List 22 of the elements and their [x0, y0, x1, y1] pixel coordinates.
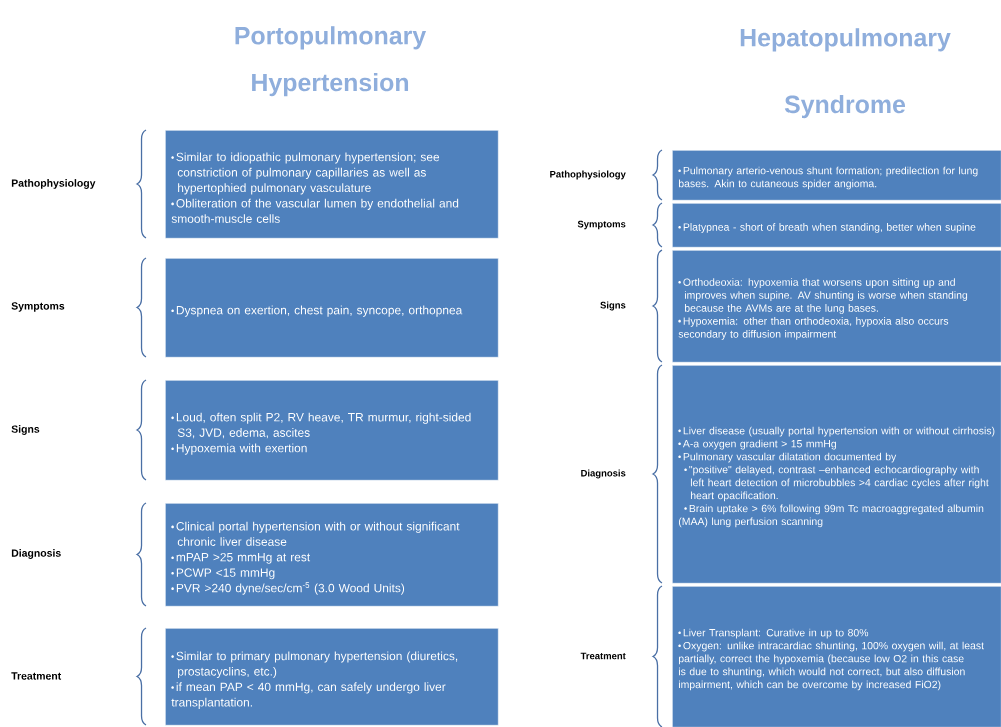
row-label: Diagnosis — [11, 549, 61, 559]
column-heading: Portopulmonary Hypertension — [235, 26, 427, 97]
text-box: Pulmonary arterio-venous shunt formation; predilection for lung bases. Akin to cutaneous spider angioma. — [672, 150, 1001, 201]
row-label: Treatment — [580, 652, 626, 660]
column-heading: Hepatopulmonary Syndrome — [740, 28, 951, 119]
text-box: Similar to primary pulmonary hypertension (diuretics, prostacyclins, etc.) if mean PAP < 40 mmHg, can safely undergo liver transplantation. — [165, 628, 499, 726]
text-box: Clinical portal hypertension with or without significant chronic liver disease mPAP >25 mmHg at rest PCWP <15 mmHg PVR >240 dyne/sec/cm$^{-5}$ (3.0 Wood Units) — [165, 503, 499, 607]
row-label: Treatment — [11, 672, 62, 680]
row-label: Symptoms — [577, 220, 626, 230]
text-box: Loud, often split P2, RV heave, TR murmur, right-sided S3, JVD, edema, ascites Hypoxemia with exertion — [165, 380, 499, 481]
row-label: Signs — [600, 301, 626, 311]
text-box: Orthodeoxia: hypoxemia that worsens upon sitting up and improves when supine. AV shunting is worse when standing because the AVMs are at the lung bases. Hypoxemia: other than orthodeoxia, hypoxia also occurs secondary to diffusion impairment — [672, 250, 1001, 363]
text-box: Dyspnea on exertion, chest pain, syncope, orthopnea — [165, 258, 499, 358]
row-label: Signs — [11, 425, 40, 435]
row-label: Pathophysiology — [11, 179, 96, 189]
text-box: Platypnea - short of breath when standing, better when supine — [672, 203, 1001, 248]
text-box: Liver Transplant: Curative in up to 80% Oxygen: unlike intracardiac shunting, 100% oxygen will, at least partially, correct the hypoxemia (because low O2 in this case is due to shunting, which would not correct, but also diffusion impairment, which can be overcome by increased FiO2) — [672, 586, 1001, 727]
row-label: Pathophysiology — [550, 170, 626, 180]
row-label: Diagnosis — [581, 469, 626, 479]
text-box: Similar to idiopathic pulmonary hypertension; see constriction of pulmonary capillaries as well as hypertophied pulmonary vasculature Obliteration of the vascular lumen by endothelial and smooth-muscle cells — [165, 130, 499, 239]
row-label: Symptoms — [11, 302, 65, 312]
text-box: Liver disease (usually portal hypertension with or without cirrhosis) A-a oxygen gradient > 15 mmHg Pulmonary vascular dilatation documented by "positive" delayed, contrast –enhanced echocardiography with left heart detection of microbubbles >4 cardiac cycles after right heart opacification. Brain uptake > 6% following 99m Tc macroaggregated albumin (MAA) lung perfusion scanning — [672, 365, 1001, 584]
